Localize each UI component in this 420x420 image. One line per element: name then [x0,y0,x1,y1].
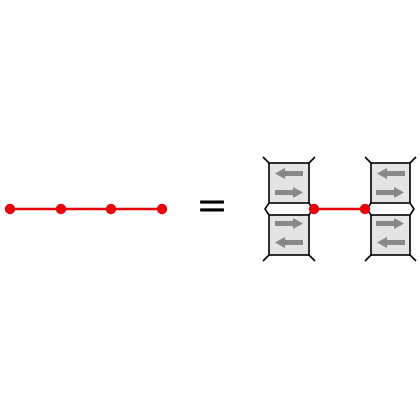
block-2 [364,156,417,262]
tail-line [262,254,270,262]
arrow-left-icon [275,237,303,248]
left-chain-node [55,203,67,215]
arrow-right-icon [376,187,404,198]
block-tile [268,162,310,204]
join-line [264,202,270,216]
left-chain-node [105,203,117,215]
left-chain-node [156,203,168,215]
arrow-right-icon [275,218,303,229]
equals-sign: = [196,183,228,227]
join-line [409,202,415,216]
tail-line [364,156,372,164]
middle-node [308,203,320,215]
arrow-right-icon [376,218,404,229]
arrow-left-icon [377,237,405,248]
tail-line [308,156,316,164]
left-chain-node [4,203,16,215]
left-chain [4,203,168,215]
tail-line [364,254,372,262]
tail-line [409,254,417,262]
block-tile [370,162,411,204]
tail-line [409,156,417,164]
block-1 [262,156,316,262]
arrow-left-icon [377,168,405,179]
arrow-left-icon [275,168,303,179]
right-diagram [262,156,417,262]
tail-line [308,254,316,262]
middle-node [359,203,371,215]
tail-line [262,156,270,164]
arrow-right-icon [275,187,303,198]
